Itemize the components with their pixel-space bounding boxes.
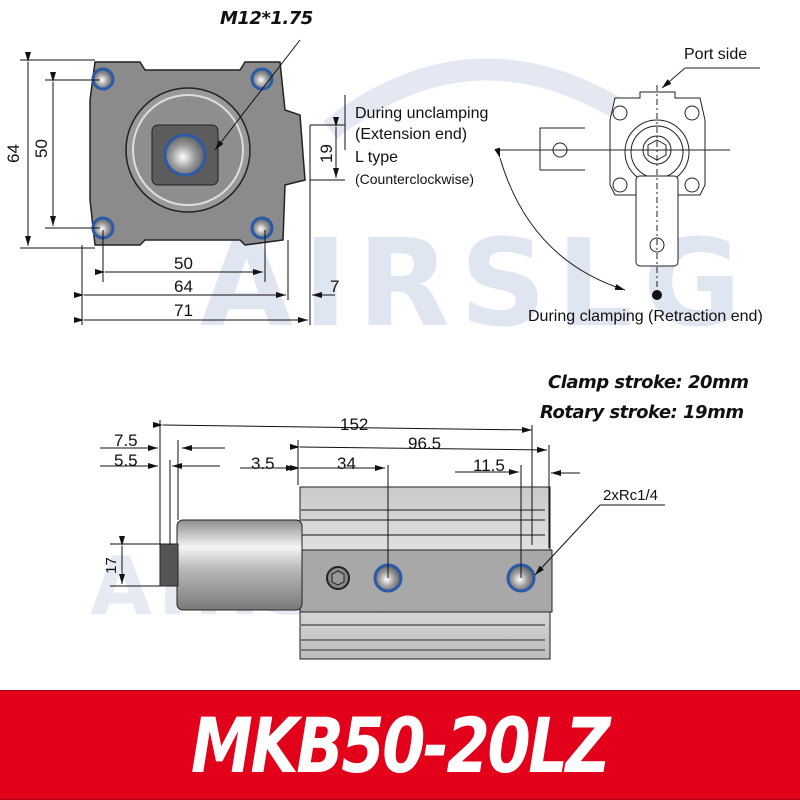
clamping-position-dot — [652, 290, 662, 300]
extension-end-label: (Extension end) — [355, 126, 468, 143]
dim-total-length: 152 — [340, 415, 369, 434]
clamp-stroke-label: Clamp stroke: 20mm — [548, 372, 749, 393]
model-number: MKB50-20LZ — [191, 700, 611, 790]
dim-5-5: 5.5 — [114, 451, 138, 470]
dim-17: 17 — [102, 557, 120, 574]
counterclockwise-label: (Counterclockwise) — [355, 171, 475, 187]
rotary-stroke-label: Rotary stroke: 19mm — [540, 402, 744, 423]
dim-7-5: 7.5 — [114, 431, 138, 450]
dim-port-extra: 7 — [330, 277, 340, 296]
flange-dimension-lines — [20, 39, 346, 325]
dim-width-inner: 50 — [174, 254, 193, 273]
dim-3-5: 3.5 — [251, 454, 275, 473]
clamping-label: During clamping (Retraction end) — [528, 308, 763, 325]
dim-height-inner: 50 — [31, 139, 51, 158]
rotation-schematic — [494, 67, 760, 292]
port-thread-label: 2xRc1/4 — [603, 487, 659, 504]
dim-height-outer: 64 — [3, 144, 23, 163]
watermark-gear — [323, 58, 626, 139]
unclamping-label: During unclamping — [355, 105, 489, 122]
dim-width-total: 71 — [174, 301, 193, 320]
cylinder-side-view — [159, 486, 553, 660]
dim-port-offset: 19 — [316, 144, 336, 163]
dim-width-outer: 64 — [174, 277, 193, 296]
side-dimension-lines — [100, 420, 665, 587]
port-side-label: Port side — [684, 46, 748, 63]
l-type-label: L type — [355, 149, 398, 166]
thread-size-label: M12*1.75 — [220, 8, 313, 29]
model-banner: MKB50-20LZ — [0, 690, 800, 800]
dim-body-length: 96.5 — [408, 434, 442, 453]
dim-11-5: 11.5 — [473, 456, 505, 475]
flange-view — [89, 61, 306, 246]
dim-34: 34 — [337, 454, 356, 473]
